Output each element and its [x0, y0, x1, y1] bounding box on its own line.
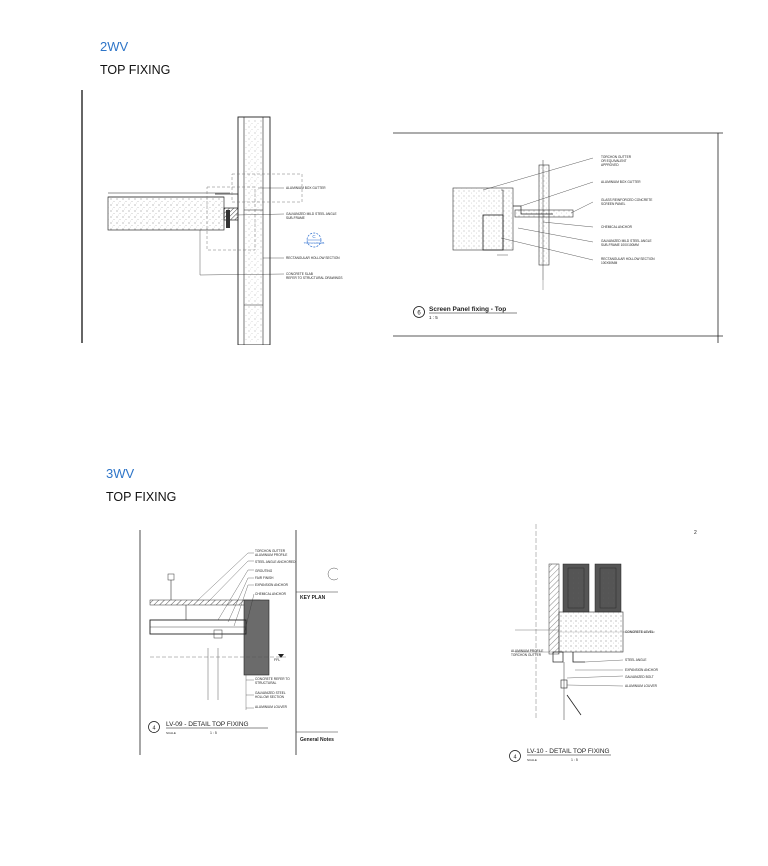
- corner-mark: 2: [694, 530, 697, 536]
- section-title: TOP FIXING: [100, 63, 171, 77]
- label-galvanized-angle: GALVANIZED MILD STEEL ANGLE: [601, 239, 652, 243]
- label-concrete-refer: CONCRETE REFER TO: [255, 677, 290, 681]
- label-aluminium-profile: ALUMINIUM PROFILE: [511, 649, 543, 653]
- label-aluminium-profile: ALUMINIUM PROFILE: [255, 553, 287, 557]
- label-refer-structural: REFER TO STRUCTURAL DRAWINGS: [286, 276, 343, 280]
- caption-scale: 1 : 5: [210, 731, 217, 735]
- caption-scale: 1 : 5: [571, 758, 578, 762]
- label-concrete-level: CONCRETE LEVEL: [625, 630, 654, 634]
- label-torchon-gutter: TORCHON GUTTER: [255, 549, 286, 553]
- drawing-2wv-detail-b: TORCHON GUTTER OR EQUIVALENT APPROVED AL…: [393, 130, 723, 345]
- label-steel-angle: GALVANIZED MILD STEEL ANGLE: [286, 212, 337, 216]
- label-concrete-slab: CONCRETE SLAB: [286, 272, 313, 276]
- label-hollow-section: HOLLOW SECTION: [255, 695, 285, 699]
- caption-number: 4: [513, 755, 516, 761]
- caption-title: LV-09 - DETAIL TOP FIXING: [166, 721, 249, 728]
- caption-number: 6: [417, 311, 421, 317]
- label-fair-finish: FAIR FINISH: [255, 576, 274, 580]
- label-grc: GLASS REINFORCED CONCRETE: [601, 198, 652, 202]
- label-sub-frame-size: SUB-FRAME 100X100MM: [601, 243, 639, 247]
- label-chemical-anchor: CHEMICAL ANCHOR: [255, 592, 287, 596]
- drawing-2wv-detail-a: C 7WV/A/A/DH05 ALUMINIUM BOX GUTTER GALV…: [80, 90, 360, 345]
- drawing-3wv-detail-b: 2 CONCRETE LEVEL STEEL ANGLE EXPANSION A…: [505, 520, 705, 770]
- callout-ref: 7WV/A/A/DH05: [304, 241, 325, 245]
- level-label: FFL: [274, 658, 280, 662]
- caption-scale: 1 : 5: [429, 315, 438, 320]
- label-box-gutter-b: ALUMINIUM BOX GUTTER: [601, 180, 641, 184]
- label-rhs: RECTANGULAR HOLLOW SECTION: [286, 256, 340, 260]
- caption-title: LV-10 - DETAIL TOP FIXING: [527, 748, 610, 755]
- label-aluminium-louver: ALUMINIUM LOUVER: [255, 705, 288, 709]
- key-plan-label: KEY PLAN: [300, 595, 326, 601]
- label-chemical-anchor: CHEMICAL ANCHOR: [601, 225, 633, 229]
- label-screen-panel: SCREEN PANEL: [601, 202, 626, 206]
- label-expansion-anchor: EXPANSION ANCHOR: [255, 583, 289, 587]
- label-structural: STRUCTURAL: [255, 681, 277, 685]
- label-approved: APPROVED: [601, 163, 619, 167]
- label-torchon-gutter: TORCHON GUTTER: [511, 653, 542, 657]
- general-notes-label: General Notes: [300, 737, 334, 743]
- label-steel-angle: STEEL ANGLE: [625, 658, 647, 662]
- label-aluminium-louver: ALUMINIUM LOUVER: [625, 684, 658, 688]
- label-expansion-anchor: EXPANSION ANCHOR: [625, 668, 659, 672]
- caption-scale-label: SCALE: [166, 731, 176, 735]
- label-galvanized-bolt: GALVANIZED BOLT: [625, 675, 654, 679]
- caption-title: Screen Panel fixing - Top: [429, 306, 506, 313]
- label-grouting: GROUTING: [255, 569, 273, 573]
- section-title: TOP FIXING: [106, 490, 177, 504]
- label-box-gutter: ALUMINIUM BOX GUTTER: [286, 186, 326, 190]
- label-rhs-size: 100X50MM: [601, 261, 618, 265]
- section-code: 2WV: [100, 39, 129, 54]
- callout-number: C: [312, 234, 316, 239]
- section-code: 3WV: [106, 466, 135, 481]
- drawing-3wv-detail-a: FFL TORCHON GUTTER ALUMINIUM PROFILE STE…: [138, 530, 338, 755]
- label-steel-angle-anchored: STEEL ANGLE ANCHORED: [255, 560, 296, 564]
- label-rhs-b: RECTANGULAR HOLLOW SECTION: [601, 257, 655, 261]
- caption-number: 4: [152, 726, 155, 732]
- label-galvanized-steel: GALVANIZED STEEL: [255, 691, 286, 695]
- label-sub-frame: SUB-FRAME: [286, 216, 305, 220]
- caption-scale-label: SCALE: [527, 758, 537, 762]
- label-torchon-gutter: TORCHON GUTTER: [601, 155, 632, 159]
- label-or-equivalent: OR EQUIVALENT: [601, 159, 627, 163]
